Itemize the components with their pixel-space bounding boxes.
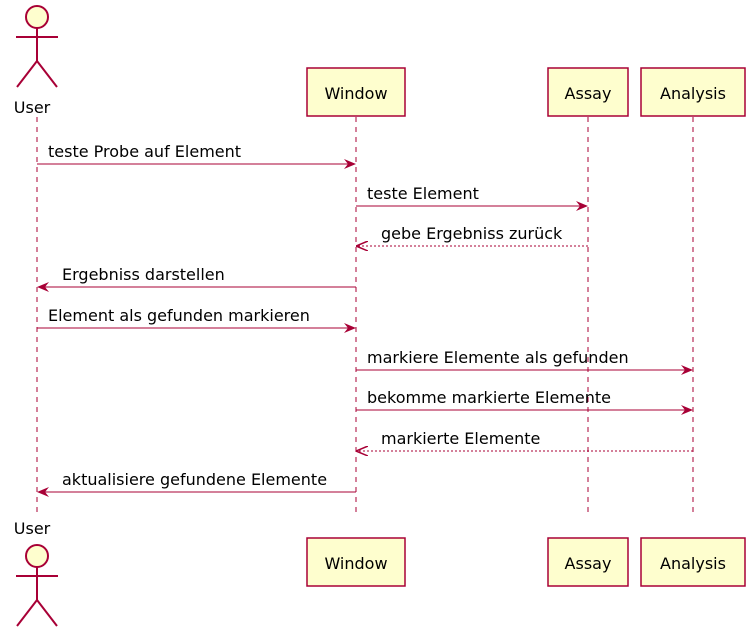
participant-box-analysis-bottom xyxy=(640,537,746,587)
participant-label-assay-top: Assay xyxy=(565,84,612,103)
message-label-3: gebe Ergebniss zurück xyxy=(381,224,563,243)
actor-figure-user-bottom xyxy=(16,544,58,627)
message-label-4: Ergebniss darstellen xyxy=(62,265,225,284)
actor-label-user-top: User xyxy=(14,98,51,117)
participant-label-analysis-top: Analysis xyxy=(660,84,726,103)
participant-label-window-bottom: Window xyxy=(324,554,387,573)
message-label-7: bekomme markierte Elemente xyxy=(367,388,611,407)
participant-box-assay-bottom xyxy=(547,537,629,587)
message-label-2: teste Element xyxy=(367,184,479,203)
participant-box-window-bottom xyxy=(306,537,406,587)
participant-box-window-top xyxy=(306,67,406,117)
participant-label-window-top: Window xyxy=(324,84,387,103)
message-label-1: teste Probe auf Element xyxy=(48,142,241,161)
participant-label-analysis-bottom: Analysis xyxy=(660,554,726,573)
message-label-5: Element als gefunden markieren xyxy=(48,306,310,325)
actor-figure-user-top xyxy=(16,5,58,88)
message-label-6: markiere Elemente als gefunden xyxy=(367,348,629,367)
message-label-8: markierte Elemente xyxy=(381,429,540,448)
participant-label-assay-bottom: Assay xyxy=(565,554,612,573)
actor-label-user-bottom: User xyxy=(14,519,51,538)
message-label-9: aktualisiere gefundene Elemente xyxy=(62,470,327,489)
participant-box-analysis-top xyxy=(640,67,746,117)
participant-box-assay-top xyxy=(547,67,629,117)
